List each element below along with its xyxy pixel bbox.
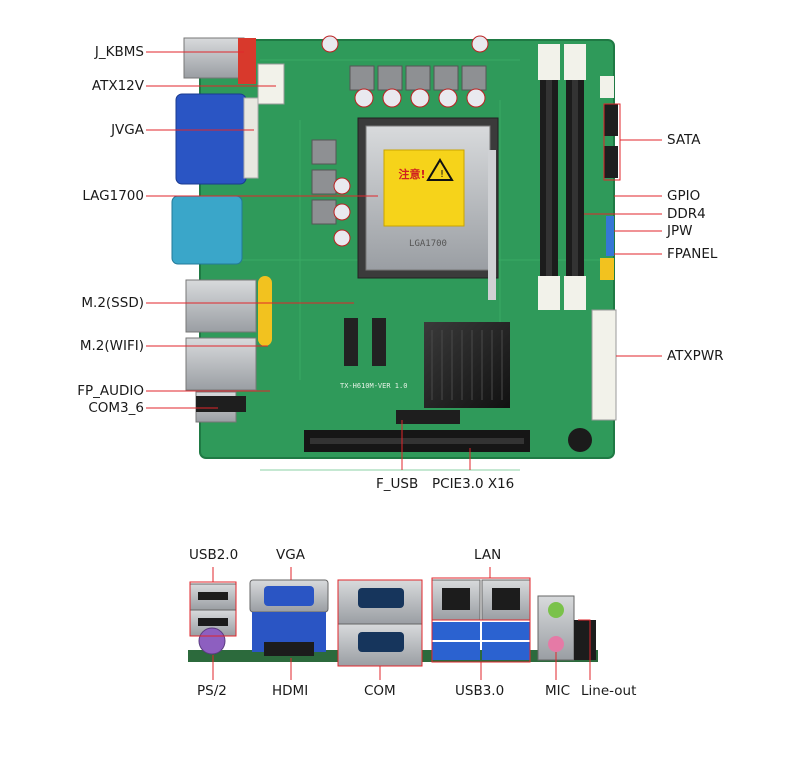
label-f-usb: F_USB — [376, 476, 419, 492]
cpu-socket: ! 注意! LGA1700 — [357, 117, 499, 300]
fan-header — [600, 76, 614, 98]
label-atx12v: ATX12V — [91, 78, 144, 94]
label-ddr4: DDR4 — [667, 206, 706, 222]
label-atxpwr: ATXPWR — [667, 348, 724, 364]
board-revision-text: TX-H610M-VER 1.0 — [340, 382, 407, 390]
label-jvga: JVGA — [111, 122, 144, 138]
callout-lines — [146, 51, 662, 470]
jumper-block — [606, 216, 614, 256]
label-usb20: USB2.0 — [189, 547, 239, 563]
label-fpanel: FPANEL — [667, 246, 718, 262]
label-ps2: PS/2 — [197, 683, 227, 699]
io-callouts — [189, 567, 591, 680]
label-vga: VGA — [276, 547, 305, 563]
com-header — [196, 396, 246, 412]
front-usb-header — [396, 410, 460, 424]
label-mic: MIC — [545, 683, 571, 699]
label-pcie: PCIE3.0 X16 — [432, 476, 515, 492]
label-lag1700: LAG1700 — [82, 188, 144, 204]
label-j-kbms: J_KBMS — [94, 44, 144, 60]
ddr4-slots — [538, 44, 586, 310]
socket-mark-text: LGA1700 — [409, 239, 447, 249]
label-m2-ssd: M.2(SSD) — [81, 295, 144, 311]
label-line-out: Line-out — [581, 683, 637, 699]
label-fp-audio: FP_AUDIO — [77, 383, 144, 399]
m2-slots — [344, 318, 386, 366]
chipset-heatsink — [424, 322, 510, 408]
buzzer — [568, 428, 592, 452]
label-hdmi: HDMI — [272, 683, 309, 699]
label-m2-wifi: M.2(WIFI) — [79, 338, 144, 354]
label-usb30: USB3.0 — [455, 683, 505, 699]
io-panel — [188, 579, 598, 667]
capacitors — [321, 35, 489, 247]
label-com: COM — [364, 683, 396, 699]
pcie-slot — [304, 430, 530, 452]
socket-warning-text: 注意! — [398, 167, 425, 181]
atx-power-connector — [591, 309, 617, 421]
svg-text:!: ! — [440, 169, 444, 180]
vrm-inductors — [311, 65, 487, 225]
label-gpio: GPIO — [667, 188, 701, 204]
rear-io-stack — [171, 37, 285, 423]
fpanel-header — [600, 258, 614, 280]
label-com3-6: COM3_6 — [88, 400, 144, 416]
sata-connectors — [604, 104, 618, 178]
label-jpw: JPW — [667, 223, 693, 239]
label-lan: LAN — [474, 547, 502, 563]
label-sata: SATA — [667, 132, 701, 148]
cmos-battery — [258, 276, 272, 346]
